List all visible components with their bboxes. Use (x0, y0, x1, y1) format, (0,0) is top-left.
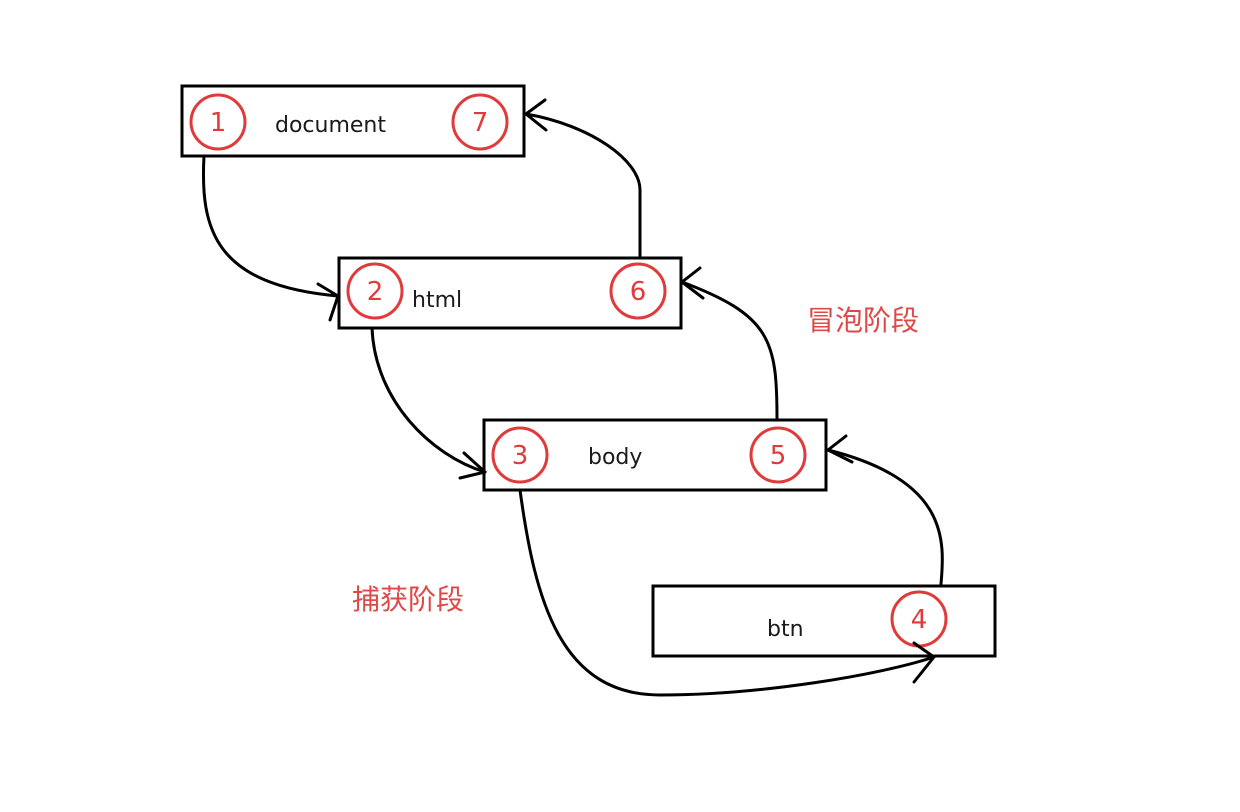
bubble-arrow-html-to-document (524, 98, 642, 258)
step-1-number: 1 (210, 108, 227, 138)
bubble-arrow-body-to-html (680, 266, 779, 420)
step-5-marker: 5 (749, 426, 807, 484)
html-box (337, 256, 683, 330)
step-7-marker: 7 (451, 93, 509, 151)
btn-label: btn (767, 617, 804, 642)
bubble-arrow-btn-to-body (826, 434, 944, 586)
step-6-number: 6 (630, 277, 647, 307)
capture-phase-label: 捕获阶段 (352, 583, 464, 616)
step-2-marker: 2 (346, 262, 404, 320)
document-label: document (275, 113, 386, 138)
step-1-marker: 1 (189, 93, 247, 151)
step-7-number: 7 (472, 108, 489, 138)
capture-arrow-html-to-body (370, 326, 487, 480)
body-box (482, 418, 828, 492)
step-3-marker: 3 (491, 426, 549, 484)
capture-arrow-document-to-html (201, 154, 340, 322)
step-3-number: 3 (512, 441, 529, 471)
step-4-number: 4 (911, 605, 928, 635)
step-2-number: 2 (367, 277, 384, 307)
html-label: html (412, 288, 462, 313)
step-5-number: 5 (770, 441, 787, 471)
bubble-phase-label: 冒泡阶段 (807, 304, 919, 337)
capture-arrow-body-to-btn (518, 488, 936, 697)
body-label: body (588, 445, 642, 470)
step-6-marker: 6 (609, 262, 667, 320)
btn-box (651, 584, 997, 658)
